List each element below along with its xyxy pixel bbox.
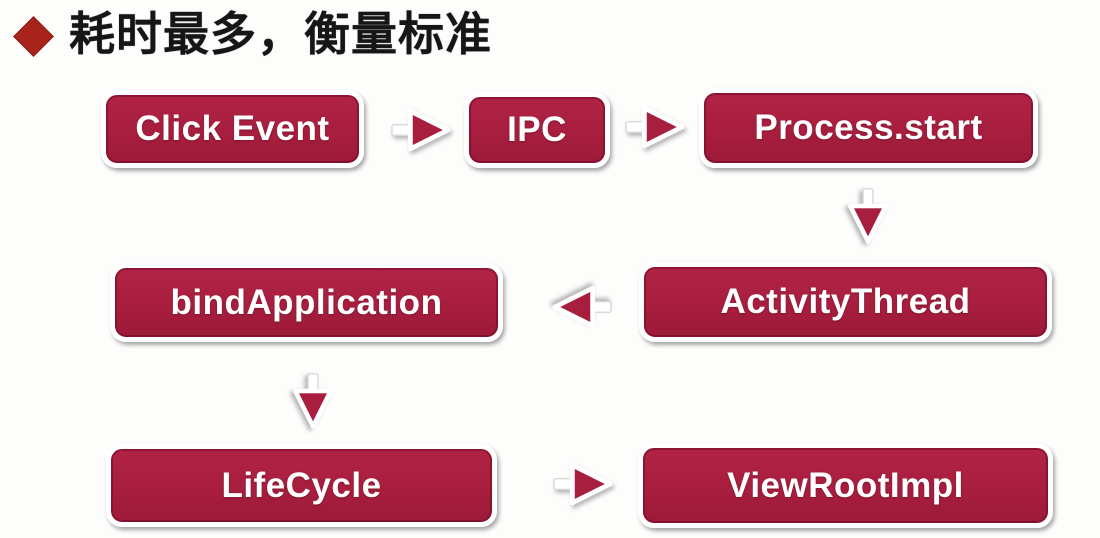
flow-node-ipc: IPC <box>464 92 610 168</box>
flow-node-view-root-impl: ViewRootImpl <box>638 443 1053 528</box>
arrow-left-icon <box>551 281 613 333</box>
arrow-down-icon <box>284 371 342 431</box>
arrow-right-icon <box>390 104 452 156</box>
flow-node-activity-thread: ActivityThread <box>639 262 1052 342</box>
slide-title: 耗时最多，衡量标准 <box>69 8 492 60</box>
slide-title-row: 耗时最多，衡量标准 <box>14 6 492 62</box>
flow-node-click-event: Click Event <box>101 90 364 168</box>
diamond-bullet-icon <box>14 16 53 56</box>
flow-node-bind-application: bindApplication <box>110 263 503 342</box>
arrow-down-icon <box>839 186 897 246</box>
flow-node-process-start: Process.start <box>699 88 1038 168</box>
arrow-right-icon <box>624 101 686 153</box>
flow-node-life-cycle: LifeCycle <box>106 444 497 527</box>
arrow-right-icon <box>552 458 614 510</box>
